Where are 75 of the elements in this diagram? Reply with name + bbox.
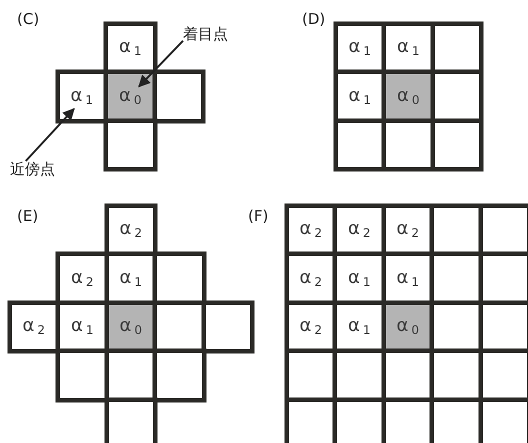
- coefficient-label: α$_{1}$: [70, 317, 94, 336]
- panel-label: (F): [248, 207, 268, 225]
- coefficient-label: α$_{1}$: [119, 268, 142, 288]
- coefficient-label: α$_{1}$: [348, 268, 370, 288]
- pixel-cell: [155, 302, 204, 351]
- pixel-cell: [432, 302, 480, 351]
- coefficient-label: α$_{0}$: [396, 317, 419, 336]
- pixel-cell: [106, 254, 155, 302]
- pixel-cell: [480, 206, 528, 254]
- coefficient-label: α$_{2}$: [299, 317, 322, 336]
- coefficient-label: α$_{1}$: [348, 38, 371, 58]
- coefficient-label: α$_{2}$: [299, 268, 322, 288]
- annotation-text: 着目点: [183, 26, 228, 42]
- coefficient-label: α$_{0}$: [118, 86, 142, 106]
- pixel-cell: [384, 254, 432, 302]
- coefficient-label: α$_{1}$: [70, 86, 93, 106]
- pixel-cell: [432, 206, 480, 254]
- pixel-cell: [286, 351, 335, 400]
- pixel-cell: [106, 351, 155, 400]
- pixel-cell: [480, 302, 528, 351]
- target-pixel-cell: [384, 72, 432, 120]
- pixel-cell: [10, 302, 58, 351]
- pixel-cell: [154, 72, 203, 120]
- pixel-cell: [155, 254, 204, 302]
- pixel-cell: [432, 254, 480, 302]
- pixel-cell: [286, 254, 335, 302]
- pixel-cell: [384, 351, 432, 400]
- pixel-cell: [106, 120, 154, 169]
- pixel-cell: [336, 72, 384, 120]
- pixel-cell: [58, 72, 106, 120]
- pixel-cell: [432, 351, 480, 400]
- pixel-cell: [432, 120, 481, 169]
- pixel-cell: [286, 400, 335, 443]
- pixel-cell: [58, 351, 106, 400]
- panel-label: (E): [17, 207, 38, 225]
- pixel-cell: [480, 351, 528, 400]
- annotation-arrow: [138, 40, 184, 88]
- pixel-cell: [432, 24, 481, 72]
- pixel-cell: [106, 24, 154, 72]
- coefficient-label: α$_{0}$: [396, 86, 420, 106]
- pixel-cell: [58, 302, 106, 351]
- panel-label: (C): [17, 10, 40, 28]
- annotation-arrow: [25, 108, 75, 162]
- pixel-cell: [432, 72, 481, 120]
- pixel-cell: [335, 206, 384, 254]
- coefficient-label: α$_{1}$: [348, 317, 370, 336]
- coefficient-label: α$_{1}$: [118, 38, 142, 58]
- coefficient-label: α$_{2}$: [119, 220, 142, 240]
- pixel-cell: [106, 400, 155, 443]
- pixel-cell: [155, 351, 204, 400]
- pixel-cell: [58, 254, 106, 302]
- pixel-cell: [384, 120, 432, 169]
- pixel-cell: [384, 24, 432, 72]
- pixel-cell: [480, 400, 528, 443]
- coefficient-label: α$_{2}$: [299, 220, 322, 240]
- coefficient-label: α$_{2}$: [348, 220, 370, 240]
- pixel-cell: [480, 254, 528, 302]
- pixel-cell: [106, 206, 155, 254]
- pixel-cell: [335, 302, 384, 351]
- pixel-cell: [204, 302, 252, 351]
- coefficient-label: α$_{1}$: [396, 38, 420, 58]
- pixel-cell: [384, 400, 432, 443]
- pixel-cell: [336, 120, 384, 169]
- coefficient-label: α$_{0}$: [119, 317, 142, 336]
- annotation-text: 近傍点: [10, 161, 55, 178]
- panel-label: (D): [302, 10, 326, 28]
- pixel-cell: [335, 254, 384, 302]
- pixel-cell: [335, 351, 384, 400]
- coefficient-label: α$_{1}$: [396, 268, 419, 288]
- coefficient-label: α$_{2}$: [22, 317, 45, 336]
- coefficient-label: α$_{2}$: [396, 220, 419, 240]
- coefficient-label: α$_{1}$: [348, 86, 371, 106]
- pixel-cell: [335, 400, 384, 443]
- coefficient-label: α$_{2}$: [70, 268, 94, 288]
- pixel-cell: [432, 400, 480, 443]
